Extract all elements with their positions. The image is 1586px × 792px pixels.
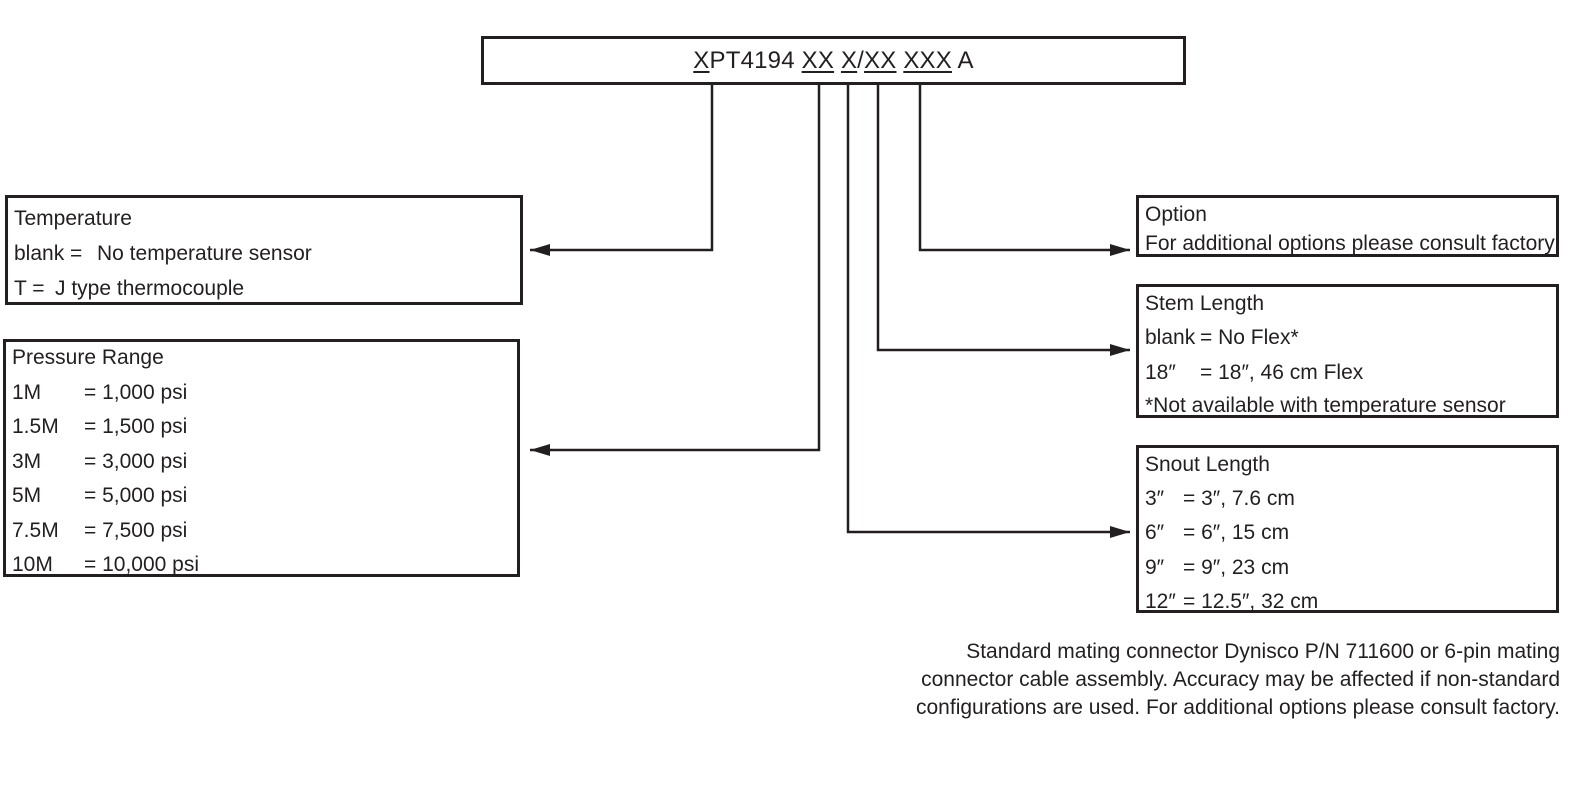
row-desc: = 7,500 psi xyxy=(84,519,188,542)
row-desc: = No Flex* xyxy=(1200,326,1299,349)
row-desc: = 9″, 23 cm xyxy=(1183,556,1290,579)
row-code: 3″ xyxy=(1145,487,1165,510)
pressure-row: 10M = 10,000 psi xyxy=(12,553,199,577)
option-title: Option xyxy=(1145,203,1207,226)
pressure-row: 1.5M = 1,500 psi xyxy=(12,415,187,439)
temperature-title: Temperature xyxy=(14,207,132,230)
row-desc: No temperature sensor xyxy=(97,242,312,265)
note-line: configurations are used. For additional … xyxy=(916,696,1560,719)
row-desc: = 1,000 psi xyxy=(84,381,188,404)
option-box: Option For additional options please con… xyxy=(1136,195,1559,257)
temperature-row: T = J type thermocouple xyxy=(14,277,244,301)
option-row: For additional options please consult fa… xyxy=(1145,232,1555,256)
note-line: Standard mating connector Dynisco P/N 71… xyxy=(966,640,1560,663)
code-seg-option: XXX xyxy=(903,46,952,74)
row-desc: = 6″, 15 cm xyxy=(1183,521,1290,544)
row-code: 18″ xyxy=(1145,361,1176,384)
row-desc: = 3,000 psi xyxy=(84,450,188,473)
code-seg-slash: / xyxy=(857,46,865,74)
row-code: 3M xyxy=(12,450,42,473)
code-seg-stem: XX xyxy=(864,46,897,74)
code-seg-model: PT4194 xyxy=(709,46,795,74)
row-code: 5M xyxy=(12,484,42,507)
row-desc: = 18″, 46 cm Flex xyxy=(1200,361,1364,384)
row-code: T = xyxy=(14,277,45,300)
connector-snout xyxy=(846,85,1130,538)
connector-note: Standard mating connector Dynisco P/N 71… xyxy=(860,638,1560,722)
code-seg-temperature: X xyxy=(693,46,710,74)
snout-row: 3″ = 3″, 7.6 cm xyxy=(1145,487,1295,511)
stem-row: 18″ = 18″, 46 cm Flex xyxy=(1145,361,1363,385)
row-code: 1M xyxy=(12,381,42,404)
stem-row: *Not available with temperature sensor xyxy=(1145,394,1506,418)
row-desc: = 1,500 psi xyxy=(84,415,188,438)
row-desc: For additional options please consult fa… xyxy=(1145,232,1555,255)
row-code: 6″ xyxy=(1145,521,1165,544)
snout-row: 6″ = 6″, 15 cm xyxy=(1145,521,1289,545)
connector-stem xyxy=(876,85,1130,356)
row-code: blank = xyxy=(14,242,83,265)
stem-length-box: Stem Length blank= No Flex* 18″ = 18″, 46… xyxy=(1136,284,1559,418)
pressure-row: 7.5M = 7,500 psi xyxy=(12,519,187,543)
note-line: connector cable assembly. Accuracy may b… xyxy=(921,668,1560,691)
connector-pressure xyxy=(530,85,821,456)
code-seg-space xyxy=(834,47,841,75)
snout-length-box: Snout Length 3″ = 3″, 7.6 cm 6″ = 6″, 15 c… xyxy=(1136,445,1559,613)
connector-temperature xyxy=(530,85,714,256)
code-seg-pressure: XX xyxy=(801,46,835,74)
pressure-row: 1M = 1,000 psi xyxy=(12,381,187,405)
row-code: 7.5M xyxy=(12,519,59,542)
connector-option xyxy=(918,85,1130,256)
row-code: 10M xyxy=(12,553,53,576)
row-desc: = 12.5″, 32 cm xyxy=(1183,590,1319,613)
code-seg-suffix: A xyxy=(951,46,974,74)
pressure-row: 3M = 3,000 psi xyxy=(12,450,187,474)
code-seg-space xyxy=(795,47,802,75)
row-desc: J type thermocouple xyxy=(55,277,245,300)
row-code: blank xyxy=(1145,326,1196,349)
stem-title: Stem Length xyxy=(1145,292,1265,315)
row-code: 1.5M xyxy=(12,415,59,438)
snout-row: 12″ = 12.5″, 32 cm xyxy=(1145,590,1318,614)
temperature-box: Temperature blank = No temperature sensor… xyxy=(5,195,523,305)
row-desc: = 3″, 7.6 cm xyxy=(1183,487,1295,510)
pressure-title: Pressure Range xyxy=(12,346,164,369)
snout-row: 9″ = 9″, 23 cm xyxy=(1145,556,1289,580)
row-desc: = 5,000 psi xyxy=(84,484,188,507)
pressure-row: 5M = 5,000 psi xyxy=(12,484,187,508)
snout-title: Snout Length xyxy=(1145,453,1270,476)
row-code: 12″ xyxy=(1145,590,1176,613)
pressure-range-box: Pressure Range 1M = 1,000 psi 1.5M = 1,500… xyxy=(3,339,520,577)
row-desc: = 10,000 psi xyxy=(84,553,200,576)
stem-row: blank= No Flex* xyxy=(1145,326,1299,350)
code-seg-snout: X xyxy=(840,46,858,74)
code-seg-space xyxy=(896,47,903,75)
row-desc: *Not available with temperature sensor xyxy=(1145,394,1506,417)
row-code: 9″ xyxy=(1145,556,1165,579)
temperature-row: blank = No temperature sensor xyxy=(14,242,312,266)
